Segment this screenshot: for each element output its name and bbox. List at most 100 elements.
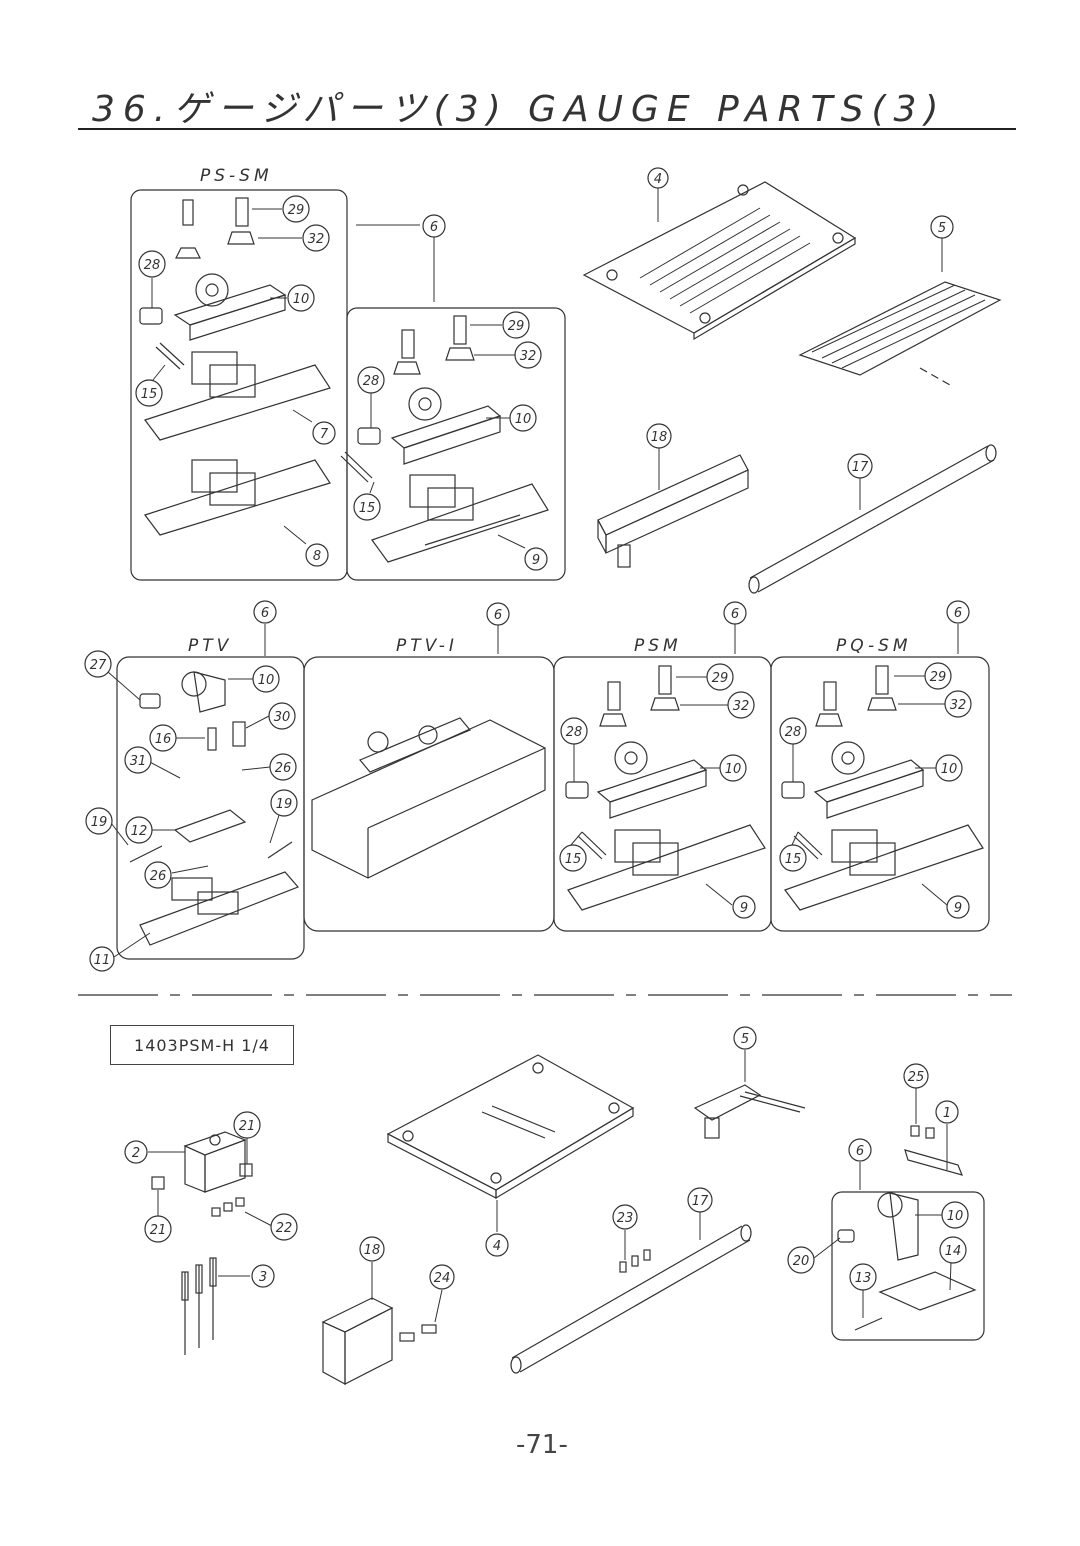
callout-10: 10 [287, 284, 315, 312]
callout-26: 26 [269, 753, 297, 781]
svg-text:19: 19 [91, 815, 108, 830]
callout-29: 29 [924, 662, 952, 690]
psm-assembly [565, 665, 766, 911]
svg-text:6: 6 [261, 606, 269, 621]
title-underline [78, 128, 1016, 130]
svg-text:15: 15 [141, 387, 158, 402]
svg-text:7: 7 [320, 427, 329, 442]
callout-20: 20 [787, 1246, 815, 1274]
callout-8: 8 [305, 543, 329, 567]
group-label-ptv: PTV [188, 636, 233, 656]
callout-19: 19 [270, 789, 298, 817]
callout-7: 7 [312, 421, 336, 445]
callout-23: 23 [612, 1204, 638, 1230]
svg-text:14: 14 [945, 1244, 962, 1259]
callout-1: 1 [935, 1100, 959, 1124]
callout-31: 31 [124, 746, 152, 774]
svg-text:16: 16 [155, 732, 172, 747]
callout-28: 28 [357, 366, 385, 394]
svg-text:21: 21 [239, 1119, 256, 1134]
svg-text:30: 30 [274, 710, 291, 725]
svg-text:6: 6 [731, 607, 739, 622]
callout-32: 32 [302, 224, 330, 252]
svg-text:28: 28 [785, 725, 802, 740]
callout-15: 15 [779, 844, 807, 872]
callout-10: 10 [935, 754, 963, 782]
needle-bar-block-top [597, 454, 749, 568]
svg-text:29: 29 [930, 670, 947, 685]
svg-text:17: 17 [692, 1194, 709, 1209]
callout-6: 6 [486, 602, 510, 626]
svg-text:10: 10 [725, 762, 742, 777]
holder-1403-assembly [837, 1125, 977, 1331]
callout-29: 29 [282, 195, 310, 223]
callout-27: 27 [84, 650, 112, 678]
callout-6: 6 [253, 600, 277, 624]
rod-lower [510, 1224, 752, 1374]
group-label-ptv-i: PTV-I [396, 636, 458, 656]
callout-bubbles: 4 5 6 29 32 28 10 15 7 8 29 32 28 10 15 … [84, 167, 972, 1291]
callout-15: 15 [353, 493, 381, 521]
page-number: -71- [516, 1430, 568, 1460]
svg-text:26: 26 [150, 869, 167, 884]
ps-sm-assembly [139, 197, 331, 536]
svg-text:6: 6 [494, 608, 502, 623]
group-label-psm: PSM [634, 636, 682, 656]
svg-text:10: 10 [293, 292, 310, 307]
svg-text:10: 10 [941, 762, 958, 777]
callout-17: 17 [687, 1187, 713, 1213]
callout-18: 18 [359, 1236, 385, 1262]
callout-11: 11 [89, 946, 115, 972]
callout-4: 4 [647, 167, 669, 189]
callout-28: 28 [779, 717, 807, 745]
callout-25: 25 [903, 1063, 929, 1089]
frame-ptv-i [303, 656, 555, 932]
svg-text:11: 11 [94, 953, 111, 968]
svg-text:6: 6 [954, 606, 962, 621]
callout-21: 21 [144, 1215, 172, 1243]
needle-plate-lower [386, 1054, 635, 1200]
svg-text:28: 28 [144, 258, 161, 273]
callout-5: 5 [930, 215, 954, 239]
svg-text:32: 32 [733, 699, 750, 714]
svg-text:32: 32 [520, 349, 537, 364]
pq-sm-assembly [781, 665, 984, 911]
svg-text:32: 32 [308, 232, 325, 247]
svg-text:31: 31 [130, 754, 147, 769]
ptv-i-assembly [311, 717, 546, 879]
svg-text:29: 29 [288, 203, 305, 218]
rod-top [748, 444, 997, 594]
svg-text:5: 5 [938, 221, 946, 236]
callout-6: 6 [723, 601, 747, 625]
callout-12: 12 [125, 816, 153, 844]
svg-text:23: 23 [617, 1211, 634, 1226]
callout-32: 32 [727, 691, 755, 719]
svg-text:15: 15 [359, 501, 376, 516]
svg-text:26: 26 [275, 761, 292, 776]
callout-30: 30 [268, 702, 296, 730]
svg-text:18: 18 [651, 430, 668, 445]
callout-18: 18 [646, 423, 672, 449]
group-label-pq-sm: PQ-SM [836, 636, 912, 656]
svg-text:4: 4 [654, 172, 662, 187]
svg-text:32: 32 [950, 698, 967, 713]
callout-21: 21 [233, 1111, 261, 1139]
callout-10: 10 [252, 665, 280, 693]
svg-text:5: 5 [741, 1032, 749, 1047]
svg-text:6: 6 [430, 220, 438, 235]
callout-24: 24 [429, 1264, 455, 1290]
callout-6: 6 [946, 600, 970, 624]
model-label-box: 1403PSM-H 1/4 [110, 1025, 294, 1065]
svg-text:9: 9 [532, 553, 540, 568]
svg-text:6: 6 [856, 1144, 864, 1159]
svg-text:10: 10 [515, 412, 532, 427]
page-title: 36.ゲージパーツ(3) GAUGE PARTS(3) [92, 89, 947, 130]
callout-29: 29 [502, 311, 530, 339]
svg-text:28: 28 [566, 725, 583, 740]
callout-4: 4 [485, 1233, 509, 1257]
svg-text:17: 17 [852, 460, 869, 475]
svg-text:9: 9 [954, 901, 962, 916]
needle-bar-block-lower [321, 1297, 437, 1386]
needle-plate-top [582, 181, 857, 341]
svg-text:10: 10 [258, 673, 275, 688]
